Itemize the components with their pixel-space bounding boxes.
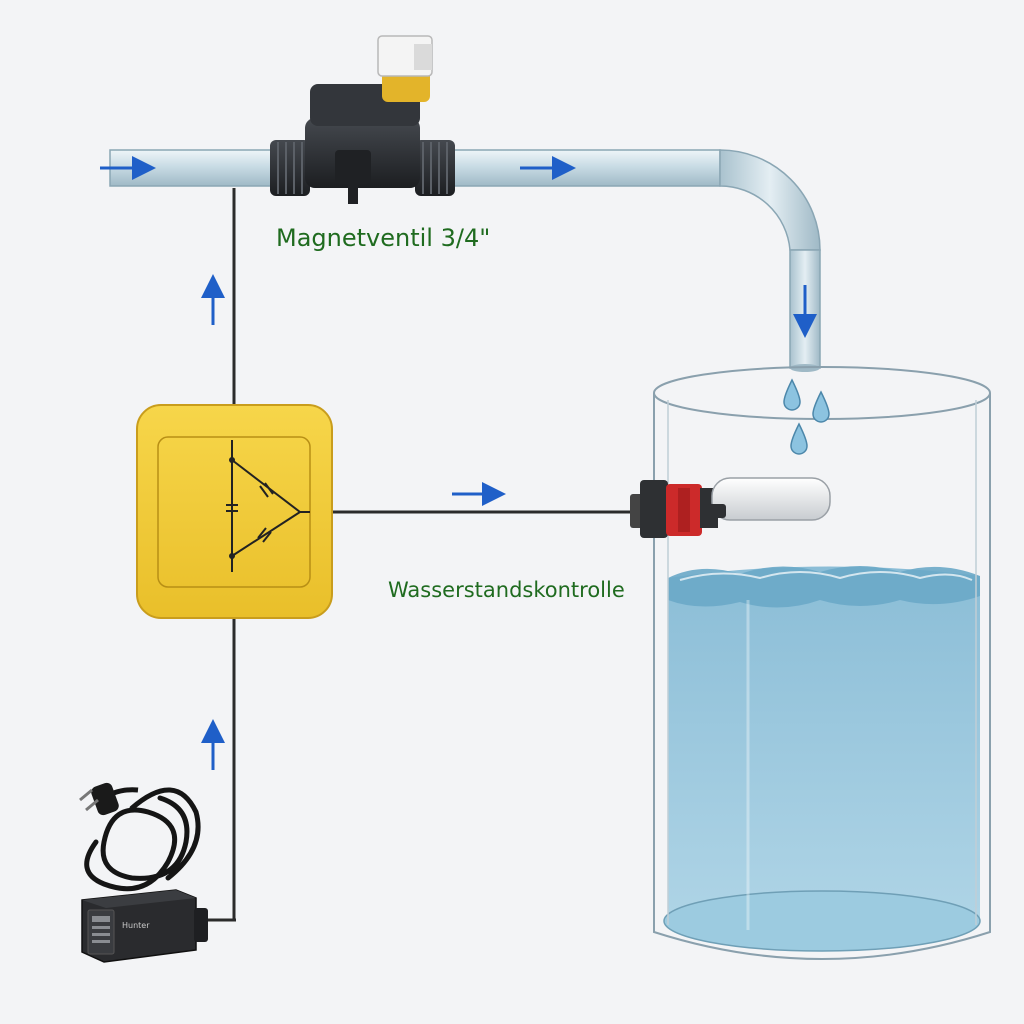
float-switch-icon [630,477,831,538]
flow-arrows [100,156,817,770]
valve-label: Magnetventil 3/4" [276,224,491,252]
water-drop-icon [783,378,830,455]
relay-controller-icon [136,404,333,619]
power-adapter-icon: Hunter [79,782,208,963]
water-tank [653,366,991,960]
power-plug-icon [91,782,119,816]
sensor-label: Wasserstandskontrolle [388,578,625,602]
solenoid-valve-icon [270,35,455,204]
water-pipe [109,149,821,372]
water-surface [668,566,980,608]
adapter-brand-text: Hunter [122,921,150,930]
